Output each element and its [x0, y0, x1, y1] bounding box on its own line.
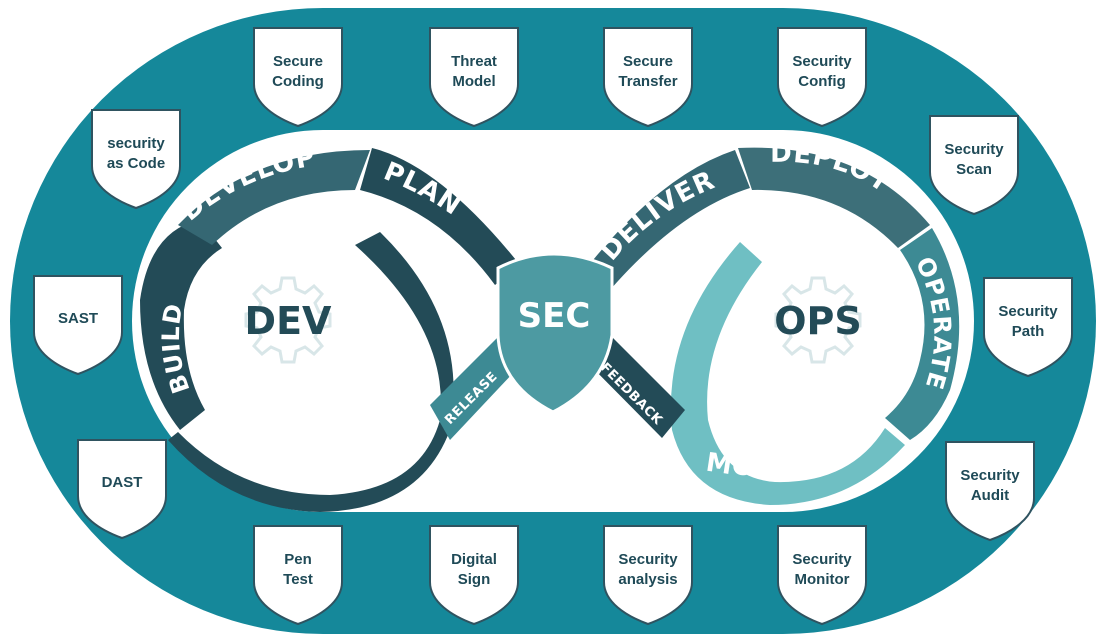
shield-label-line: DAST	[102, 474, 143, 491]
shield-sast: SAST	[33, 275, 123, 375]
shield-label-line: Scan	[956, 161, 992, 178]
shield-label-line: analysis	[618, 571, 677, 588]
shield-label-line: Security	[998, 303, 1058, 320]
shield-label-line: Secure	[623, 53, 673, 70]
develop-segment	[178, 150, 370, 245]
shield-label-line: Secure	[273, 53, 323, 70]
shield-label-line: Transfer	[618, 73, 677, 90]
shield-label-line: Security	[618, 551, 678, 568]
shield-label-line: Monitor	[795, 571, 850, 588]
shield-label-line: Path	[1012, 323, 1045, 340]
plan-segment	[360, 148, 520, 285]
operate-segment	[885, 228, 960, 440]
dev-label: DEV	[245, 299, 333, 343]
build-segment	[140, 220, 222, 430]
shield-label-line: Security	[944, 141, 1004, 158]
deliver-segment	[585, 150, 750, 290]
shield-label-line: Security	[792, 551, 852, 568]
shield-label-line: Coding	[272, 73, 324, 90]
shield-label-line: Digital	[451, 551, 497, 568]
shield-label-line: as Code	[107, 155, 165, 172]
shield-label-line: Pen	[284, 551, 312, 568]
shield-label-line: Sign	[458, 571, 491, 588]
test-label: TEST	[244, 440, 321, 476]
monitor-segment	[670, 242, 905, 505]
shield-label-line: Security	[960, 467, 1020, 484]
shield-label-line: security	[107, 135, 165, 152]
security-shields: SecureCodingThreatModelSecureTransferSec…	[33, 27, 1073, 625]
shield-label-line: Model	[452, 73, 495, 90]
ops-label: OPS	[774, 299, 862, 343]
shield-label-line: Threat	[451, 53, 497, 70]
shield-label-line: Audit	[971, 487, 1009, 504]
shield-security-as-code: security as Code	[91, 109, 181, 209]
shield-dast: DAST	[77, 439, 167, 539]
shield-security-analysis: Security analysis	[603, 525, 693, 625]
shield-label-line: Security	[792, 53, 852, 70]
sec-shield	[496, 252, 614, 414]
shield-label-line: SAST	[58, 310, 98, 327]
shield-label-line: Test	[283, 571, 313, 588]
shield-label-line: Config	[798, 73, 845, 90]
deploy-segment	[738, 147, 930, 248]
sec-label: SEC	[518, 296, 591, 336]
